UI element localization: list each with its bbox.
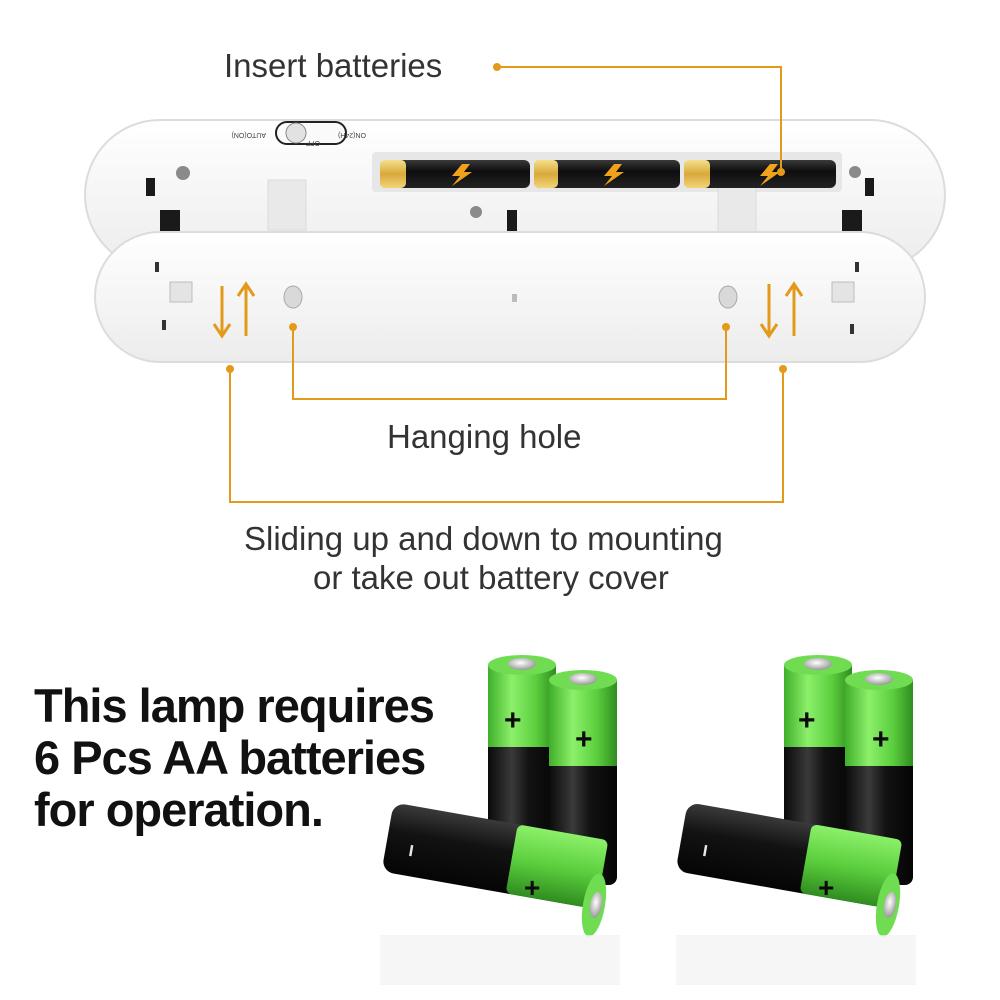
plus-mark: +	[818, 872, 834, 903]
hanging-hole-left	[283, 285, 303, 309]
headline-line-3: for operation.	[34, 783, 324, 836]
aa-battery-standing-1: +	[488, 655, 556, 865]
installed-battery-3	[684, 160, 836, 188]
switch-label-left: AUTO(ON)	[232, 131, 266, 138]
bolt-icon	[452, 164, 472, 186]
headline-line-1: This lamp requires	[34, 679, 435, 732]
requirement-headline: This lamp requires 6 Pcs AA batteries fo…	[34, 680, 454, 836]
aa-battery-lying-2: + −	[677, 804, 902, 937]
aa-battery-lying-1: + −	[383, 804, 608, 937]
plus-mark: +	[575, 723, 593, 756]
aa-battery-standing-3: +	[784, 655, 852, 865]
plus-mark: +	[798, 704, 816, 737]
hanging-hole-label: Hanging hole	[387, 418, 582, 455]
minus-mark: −	[692, 842, 719, 859]
battery-cover	[94, 231, 926, 363]
insert-batteries-label: Insert batteries	[224, 47, 443, 84]
mode-switch[interactable]	[275, 121, 347, 145]
sliding-label-line2: or take out battery cover	[313, 559, 669, 596]
aa-battery-standing-2: +	[549, 670, 617, 885]
bolt-icon	[604, 164, 624, 186]
plus-mark: +	[504, 704, 522, 737]
hanging-hole-right	[718, 285, 738, 309]
callout-lines	[229, 66, 784, 503]
installed-battery-2	[534, 160, 680, 188]
headline-line-2: 6 Pcs AA batteries	[34, 731, 426, 784]
slide-arrows-right	[759, 281, 804, 339]
switch-label-bottom: OFF	[306, 139, 320, 146]
plus-mark: +	[872, 723, 890, 756]
plus-mark: +	[524, 872, 540, 903]
installed-battery-1	[380, 160, 530, 188]
bolt-icon	[760, 164, 780, 186]
slide-arrows-left	[212, 281, 256, 339]
sliding-label-line1: Sliding up and down to mounting	[244, 520, 723, 557]
switch-label-right: ON(24H)	[338, 131, 366, 138]
callout-dots	[226, 63, 787, 373]
minus-mark: −	[398, 842, 425, 859]
